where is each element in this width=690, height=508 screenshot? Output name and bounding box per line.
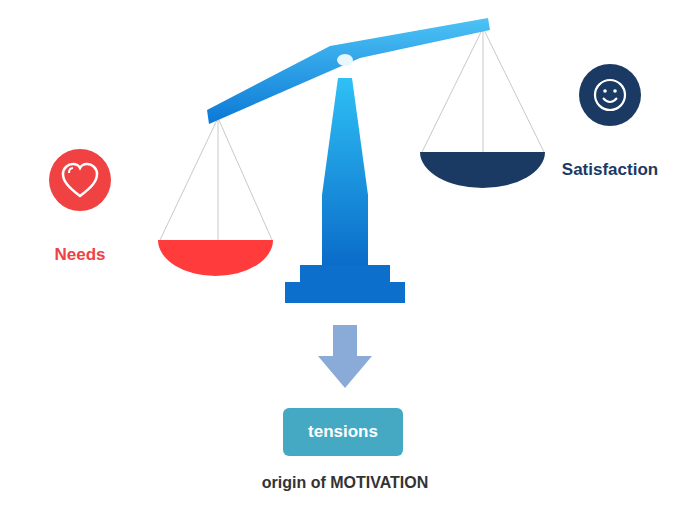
needs-label: Needs	[54, 245, 105, 265]
smile-face	[595, 80, 625, 110]
pivot-knob	[337, 54, 353, 66]
smile-eye	[613, 89, 617, 93]
heart-icon	[49, 149, 111, 211]
smile-mouth	[603, 98, 617, 102]
scale-beam	[207, 18, 490, 124]
satisfaction-pan	[420, 152, 545, 188]
scale-post	[322, 78, 368, 265]
node-text: tensions	[308, 422, 378, 442]
scale-base	[285, 265, 405, 303]
tensions-box: tensions	[283, 408, 403, 456]
needs-pan	[158, 240, 273, 276]
smile-eye	[603, 89, 607, 93]
caption-label: origin of MOTIVATION	[262, 474, 429, 492]
heart-symbol	[63, 164, 97, 196]
smile-icon	[579, 64, 641, 126]
satisfaction-label: Satisfaction	[562, 160, 658, 180]
down-arrow	[318, 325, 372, 388]
heart-shine	[69, 168, 73, 173]
